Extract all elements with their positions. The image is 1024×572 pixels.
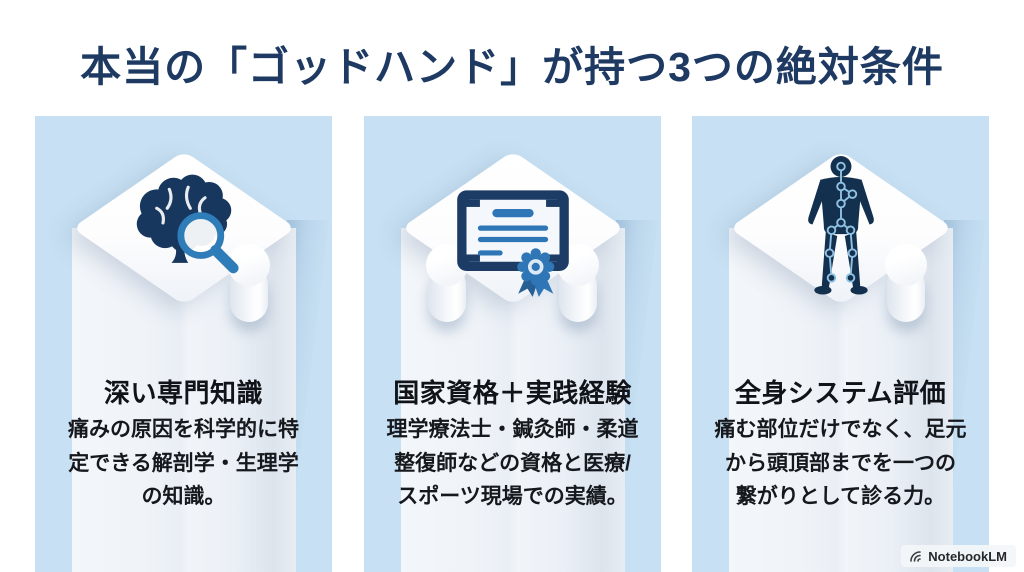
card-body: 理学療法士・鍼灸師・柔道 整復師などの資格と医療/ スポーツ現場での実績。	[386, 418, 639, 509]
brain-magnifier-icon	[35, 166, 332, 282]
body-network-icon	[692, 154, 989, 297]
card-heading: 深い専門知識	[103, 378, 263, 408]
certificate-icon	[364, 182, 661, 298]
notebooklm-badge: NotebookLM	[901, 545, 1016, 567]
card-deep-knowledge: 深い専門知識 痛みの原因を科学的に特 定できる解剖学・生理学 の知識。	[35, 116, 332, 572]
card-body: 痛む部位だけでなく、足元 から頭頂部までを一つの 繋がりとして診る力。	[714, 418, 967, 509]
card-heading: 国家資格＋実践経験	[393, 378, 632, 408]
card-whole-body-evaluation: 全身システム評価 痛む部位だけでなく、足元 から頭頂部までを一つの 繋がりとして…	[692, 116, 989, 572]
card-heading: 全身システム評価	[734, 378, 947, 408]
notebooklm-icon	[910, 550, 922, 562]
watermark-label: NotebookLM	[928, 548, 1007, 564]
card-qualification-experience: 国家資格＋実践経験 理学療法士・鍼灸師・柔道 整復師などの資格と医療/ スポーツ…	[364, 116, 661, 572]
page-title: 本当の「ゴッドハンド」が持つ3つの絶対条件	[80, 44, 944, 90]
card-body: 痛みの原因を科学的に特 定できる解剖学・生理学 の知識。	[68, 418, 299, 509]
